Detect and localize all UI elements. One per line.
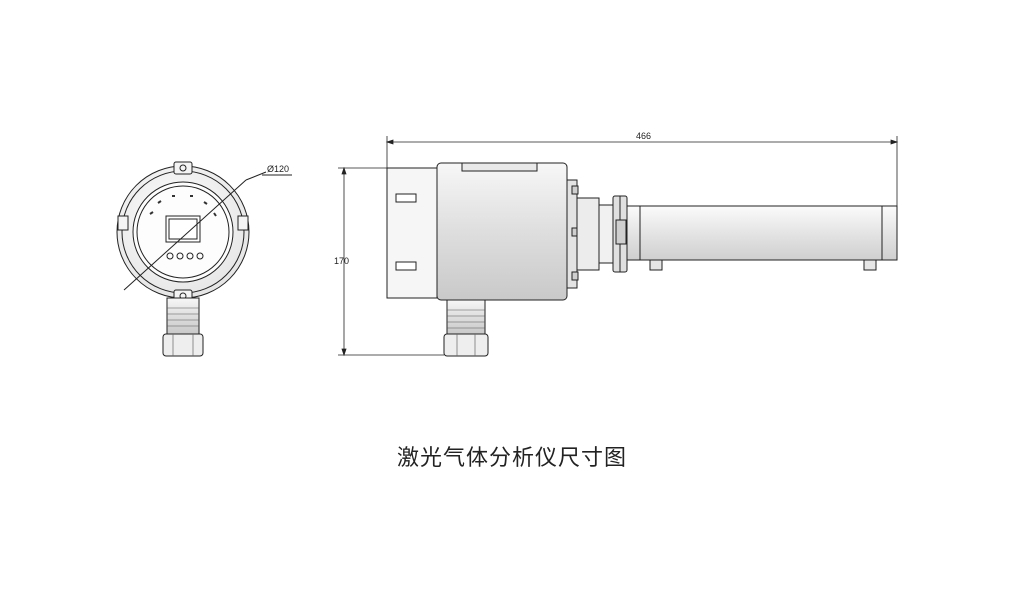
side-probe-tube <box>626 205 898 261</box>
height-label: 170 <box>334 256 349 266</box>
side-adapter <box>576 197 600 271</box>
height-dimension <box>338 166 444 357</box>
side-neck <box>446 299 486 335</box>
indicator-lamp-icon <box>196 252 204 260</box>
side-rear-cap <box>386 167 438 299</box>
side-view <box>386 162 898 357</box>
indicator-lamp-icon <box>166 252 174 260</box>
front-view <box>116 161 292 357</box>
diameter-label: Ø120 <box>267 164 289 174</box>
length-dimension <box>385 136 899 206</box>
indicator-lamp-icon <box>186 252 194 260</box>
front-neck <box>166 297 200 335</box>
front-gland-nut <box>162 333 204 357</box>
side-gland-nut <box>443 333 489 357</box>
side-housing <box>436 162 568 301</box>
display-window <box>165 215 201 243</box>
length-label: 466 <box>636 131 651 141</box>
front-bolt-icon <box>179 164 187 172</box>
drawing-title: 激光气体分析仪尺寸图 <box>396 446 627 471</box>
indicator-lamp-icon <box>176 252 184 260</box>
